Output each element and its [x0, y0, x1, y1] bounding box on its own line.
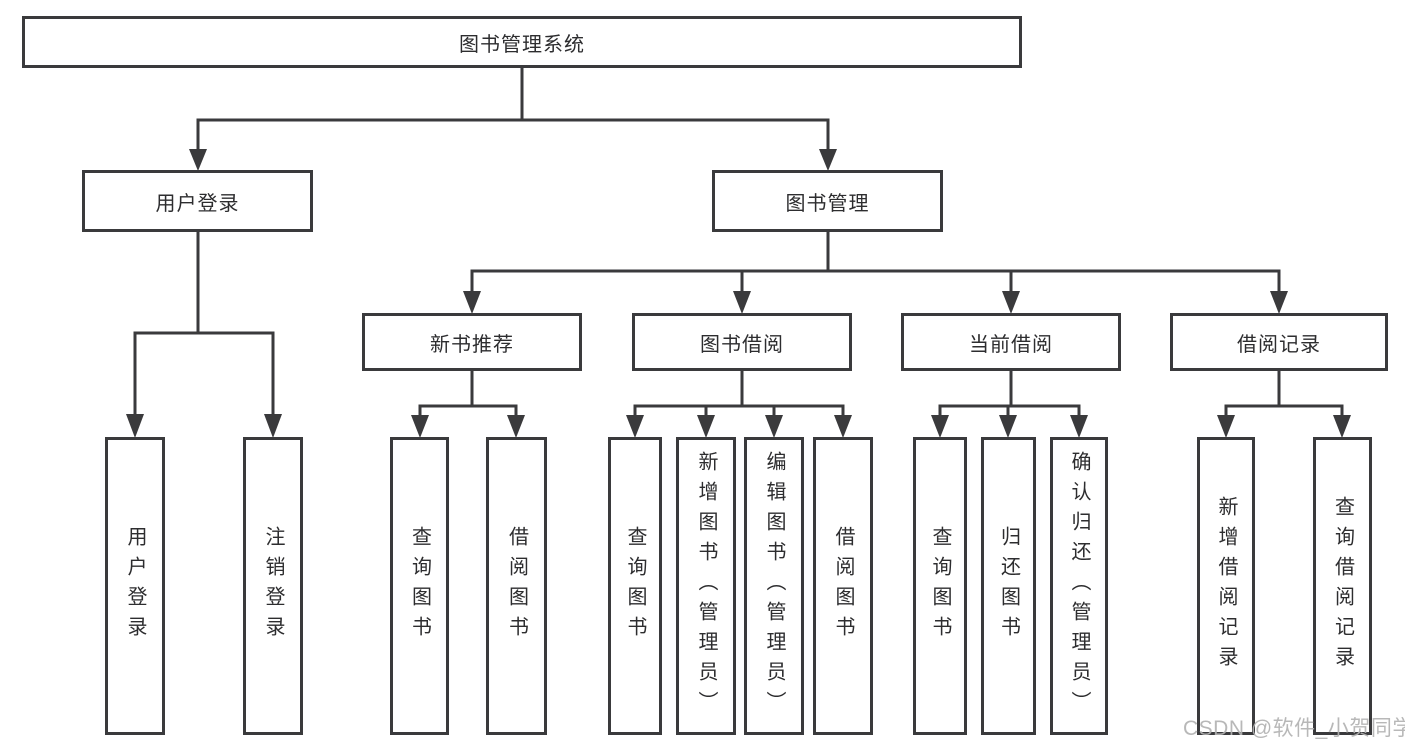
leaf-borrow-add-admin: 新增图书（管理员） — [676, 437, 736, 735]
node-borrow-record: 借阅记录 — [1170, 313, 1388, 371]
leaf-current-return-label: 归还图书 — [997, 526, 1020, 646]
leaf-record-add-label: 新增借阅记录 — [1215, 496, 1237, 676]
node-book-management: 图书管理 — [712, 170, 943, 232]
leaf-borrow-add-admin-label: 新增图书（管理员） — [695, 451, 717, 721]
csdn-watermark: CSDN @软件_小贺同学 — [1183, 717, 1405, 740]
connector-book-management-to-level2 — [463, 232, 1288, 314]
leaf-record-add: 新增借阅记录 — [1197, 437, 1255, 735]
node-current-borrow: 当前借阅 — [901, 313, 1121, 371]
leaf-current-confirm-admin: 确认归还（管理员） — [1050, 437, 1108, 735]
leaf-borrow-query: 查询图书 — [608, 437, 662, 735]
node-book-borrow: 图书借阅 — [632, 313, 852, 371]
leaf-newbook-query-label: 查询图书 — [408, 526, 431, 646]
leaf-borrow-book-label: 借阅图书 — [832, 526, 854, 646]
leaf-borrow-edit-admin: 编辑图书（管理员） — [744, 437, 804, 735]
connector-root-to-level1 — [189, 68, 837, 171]
leaf-user-login-label: 用户登录 — [124, 526, 146, 646]
leaf-record-query: 查询借阅记录 — [1313, 437, 1372, 735]
node-user-login-label: 用户登录 — [155, 192, 240, 215]
node-new-book-recommend: 新书推荐 — [362, 313, 582, 371]
node-new-book-recommend-label: 新书推荐 — [430, 333, 514, 356]
connector-new-book-to-leaves — [411, 371, 525, 438]
leaf-borrow-query-label: 查询图书 — [624, 526, 646, 646]
node-book-borrow-label: 图书借阅 — [700, 333, 784, 356]
connector-book-borrow-to-leaves — [626, 371, 852, 438]
leaf-newbook-query: 查询图书 — [390, 437, 449, 735]
node-current-borrow-label: 当前借阅 — [969, 333, 1053, 356]
leaf-user-login: 用户登录 — [105, 437, 165, 735]
leaf-current-query: 查询图书 — [913, 437, 967, 735]
leaf-borrow-book: 借阅图书 — [813, 437, 873, 735]
leaf-current-confirm-admin-label: 确认归还（管理员） — [1068, 451, 1090, 721]
leaf-newbook-borrow: 借阅图书 — [486, 437, 547, 735]
node-user-login: 用户登录 — [82, 170, 313, 232]
connector-user-login-to-leaves — [126, 232, 282, 438]
connector-borrow-record-to-leaves — [1217, 371, 1351, 438]
leaf-borrow-edit-admin-label: 编辑图书（管理员） — [763, 451, 785, 721]
leaf-current-query-label: 查询图书 — [929, 526, 951, 646]
leaf-record-query-label: 查询借阅记录 — [1331, 496, 1354, 676]
leaf-newbook-borrow-label: 借阅图书 — [505, 526, 528, 646]
node-root: 图书管理系统 — [22, 16, 1022, 68]
node-borrow-record-label: 借阅记录 — [1237, 333, 1321, 356]
leaf-current-return: 归还图书 — [981, 437, 1036, 735]
connector-current-borrow-to-leaves — [931, 371, 1088, 438]
node-book-management-label: 图书管理 — [785, 192, 870, 215]
leaf-logout-label: 注销登录 — [262, 526, 284, 646]
node-root-label: 图书管理系统 — [459, 33, 585, 56]
leaf-logout: 注销登录 — [243, 437, 303, 735]
